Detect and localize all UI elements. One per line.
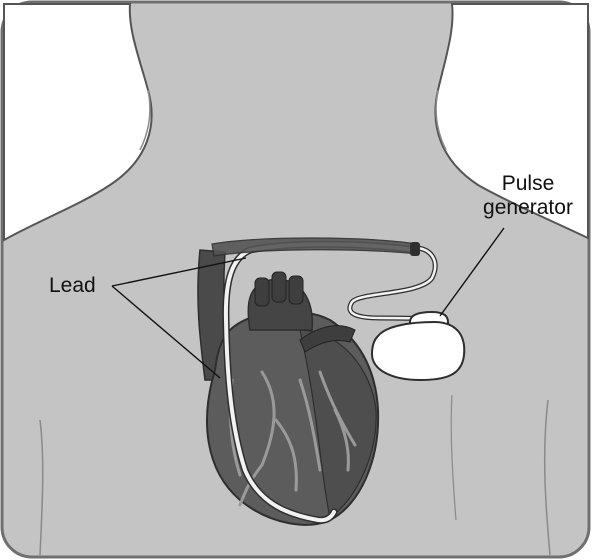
vessel-2	[272, 272, 286, 302]
vessel-1	[255, 278, 269, 306]
pulse-generator-body	[372, 322, 464, 380]
vessel-3	[289, 276, 303, 304]
pulse-generator-label-line1: Pulse	[502, 172, 555, 195]
lead-vein-tip	[410, 242, 420, 256]
pulse-generator-label-line2: generator	[483, 196, 573, 219]
lead-label: Lead	[49, 274, 96, 297]
